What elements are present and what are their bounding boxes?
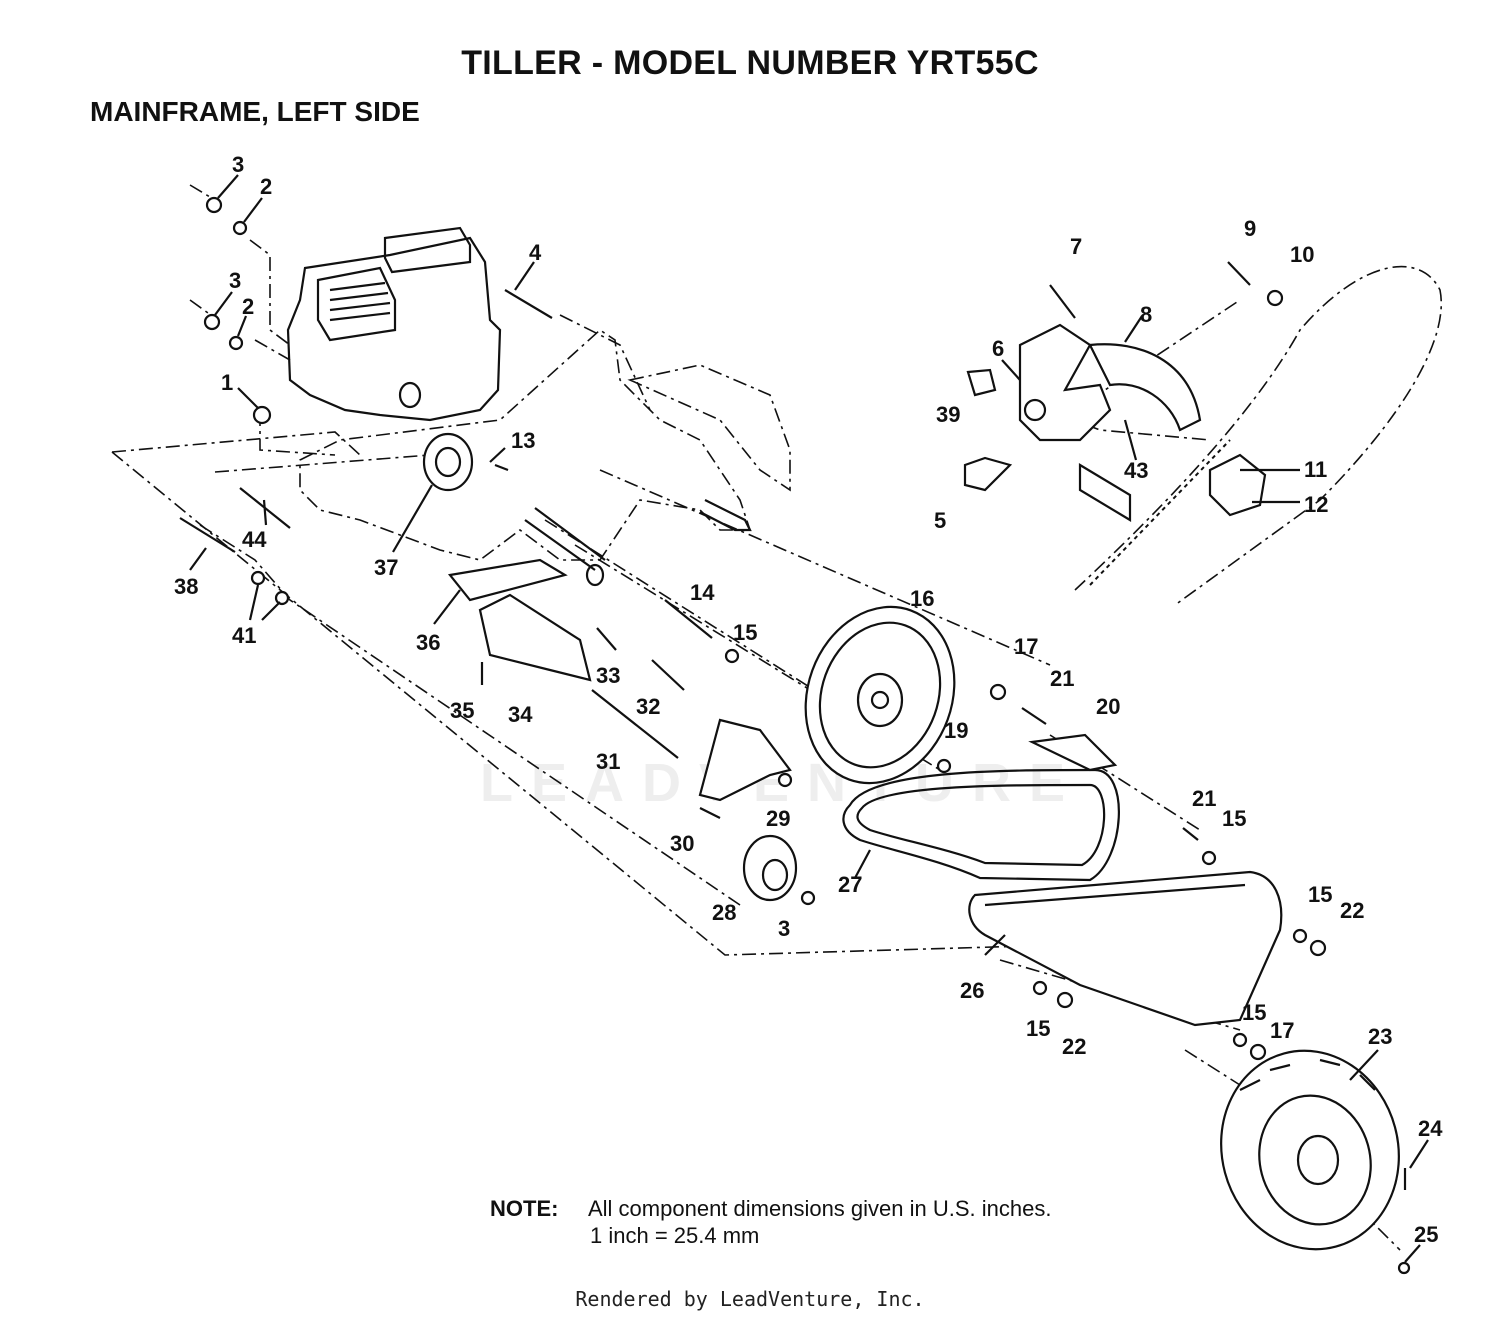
callout-26: 26 <box>960 978 984 1003</box>
callout-7: 7 <box>1070 234 1082 259</box>
callout-37: 37 <box>374 555 398 580</box>
callout-6: 6 <box>992 336 1004 361</box>
callout-4: 4 <box>529 240 542 265</box>
note-label: NOTE: <box>490 1196 559 1221</box>
footer-credit: Rendered by LeadVenture, Inc. <box>575 1287 925 1311</box>
callout-33: 33 <box>596 663 620 688</box>
callout-13: 13 <box>511 428 535 453</box>
callout-29: 29 <box>766 806 790 831</box>
callout-30: 30 <box>670 831 694 856</box>
callout-2: 2 <box>242 294 254 319</box>
callout-15: 15 <box>1242 1000 1266 1025</box>
callout-labels: 3 2 3 2 1 4 13 44 38 41 37 36 35 34 33 3… <box>174 152 1443 1247</box>
idler-pulley <box>742 834 798 902</box>
mainframe <box>299 328 791 587</box>
note-line-1: All component dimensions given in U.S. i… <box>588 1196 1052 1221</box>
callout-41: 41 <box>232 623 256 648</box>
drive-belt <box>842 768 1120 882</box>
callout-23: 23 <box>1368 1024 1392 1049</box>
page-title: TILLER - MODEL NUMBER YRT55C <box>461 44 1039 82</box>
callout-15: 15 <box>1308 882 1332 907</box>
callout-3: 3 <box>229 268 241 293</box>
fasteners <box>179 196 1411 1275</box>
wheel <box>1220 1049 1400 1251</box>
callout-9: 9 <box>1244 216 1256 241</box>
depth-skid <box>447 558 592 682</box>
callout-11: 11 <box>1304 457 1327 482</box>
callout-3: 3 <box>778 916 790 941</box>
callout-34: 34 <box>508 702 533 727</box>
callout-1: 1 <box>221 370 233 395</box>
callout-28: 28 <box>712 900 736 925</box>
dimension-note: NOTE: All component dimensions given in U… <box>490 1195 1051 1249</box>
callout-12: 12 <box>1304 492 1328 517</box>
engine-pulley <box>422 432 474 492</box>
note-line-2: 1 inch = 25.4 mm <box>590 1223 760 1248</box>
callout-43: 43 <box>1124 458 1148 483</box>
main-pulley <box>804 605 956 785</box>
callout-36: 36 <box>416 630 440 655</box>
idler-bracket <box>698 718 792 802</box>
callout-15: 15 <box>1222 806 1246 831</box>
callout-17: 17 <box>1270 1018 1294 1043</box>
callout-38: 38 <box>174 574 198 599</box>
callout-22: 22 <box>1062 1034 1086 1059</box>
callout-15: 15 <box>1026 1016 1050 1041</box>
callout-21: 21 <box>1192 786 1216 811</box>
callout-19: 19 <box>944 718 968 743</box>
callout-44: 44 <box>242 527 267 552</box>
callout-17: 17 <box>1014 634 1038 659</box>
callout-10: 10 <box>1290 242 1314 267</box>
callout-25: 25 <box>1414 1222 1438 1247</box>
callout-24: 24 <box>1418 1116 1443 1141</box>
callout-31: 31 <box>596 749 620 774</box>
callout-27: 27 <box>838 872 862 897</box>
callout-39: 39 <box>936 402 960 427</box>
callout-35: 35 <box>450 698 474 723</box>
callout-32: 32 <box>636 694 660 719</box>
callout-3: 3 <box>232 152 244 177</box>
callout-15: 15 <box>733 620 757 645</box>
callout-21: 21 <box>1050 666 1074 691</box>
callout-leaders <box>189 174 1429 1263</box>
callout-16: 16 <box>910 586 934 611</box>
callout-14: 14 <box>690 580 715 605</box>
callout-5: 5 <box>934 508 946 533</box>
tine-shield <box>1074 265 1442 606</box>
hitch-bracket <box>963 323 1267 522</box>
section-subtitle: MAINFRAME, LEFT SIDE <box>90 96 420 127</box>
callout-8: 8 <box>1140 302 1152 327</box>
belt-guard <box>968 870 1283 1027</box>
callout-20: 20 <box>1096 694 1120 719</box>
callout-22: 22 <box>1340 898 1364 923</box>
leader-lines <box>111 184 1401 1251</box>
callout-2: 2 <box>260 174 272 199</box>
engine <box>286 226 502 422</box>
